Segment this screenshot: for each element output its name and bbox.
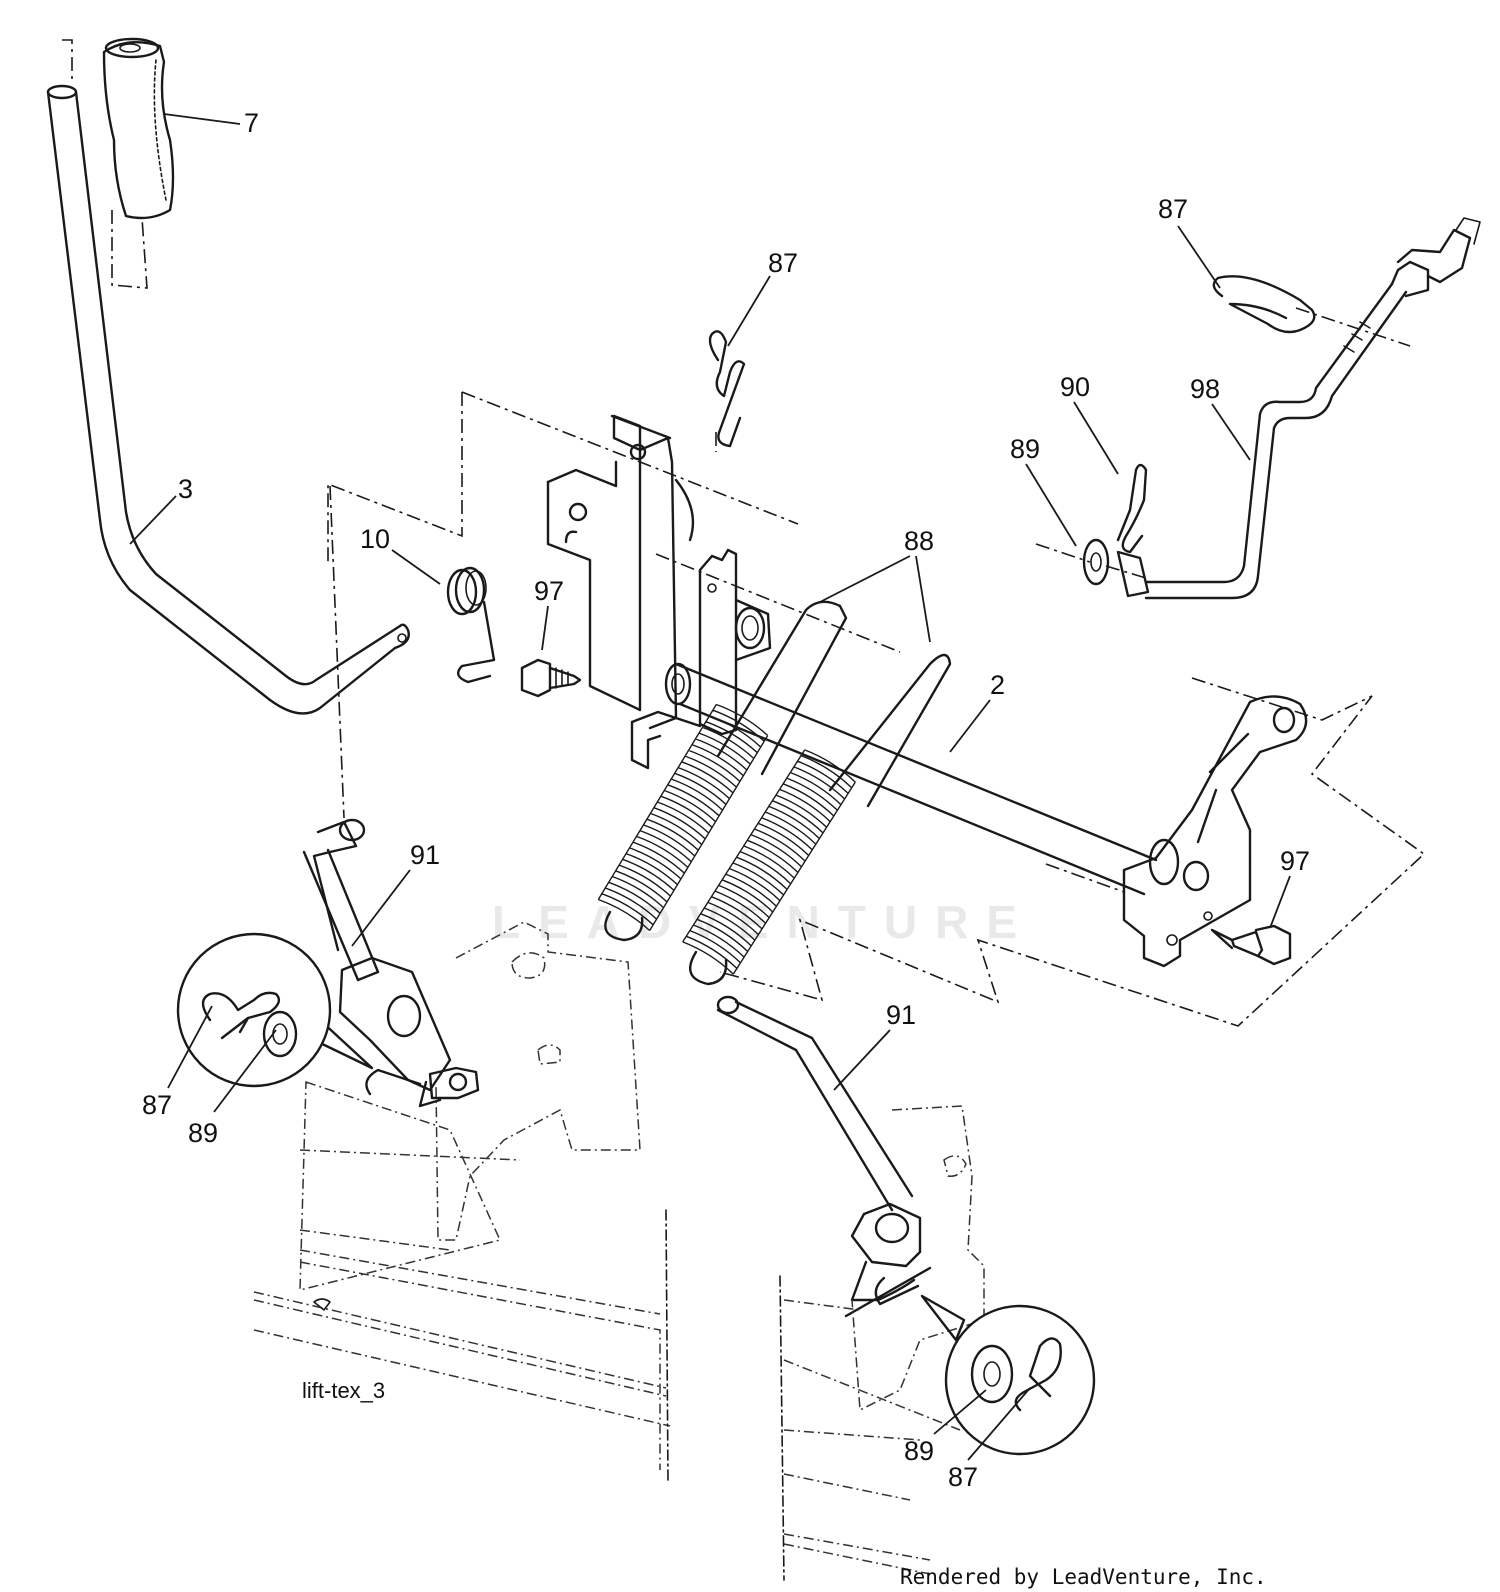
lift-handle [46, 84, 410, 715]
bracket-guide-left [327, 391, 799, 562]
callout-87-right: 87 [1158, 194, 1188, 224]
callout-90: 90 [1060, 372, 1090, 402]
callout-97-right: 97 [1280, 846, 1310, 876]
extension-spring-right [682, 749, 856, 986]
adjustment-rod [1144, 217, 1481, 600]
detail-inset-left [176, 932, 374, 1088]
drawing-code: lift-tex_3 [302, 1378, 385, 1403]
handle-grip [62, 37, 175, 289]
callout-98: 98 [1190, 374, 1220, 404]
cross-shaft [664, 662, 1158, 896]
callout-89-inset-left: 89 [188, 1118, 218, 1148]
lift-link-left [302, 485, 480, 1108]
deck-bracket-left [253, 921, 671, 1481]
callout-89-inset-right: 89 [904, 1436, 934, 1466]
cotter-pin [1116, 463, 1150, 598]
bolt-left [520, 658, 582, 698]
hairpin-clip-right [1212, 275, 1411, 347]
callout-2: 2 [990, 670, 1005, 700]
callout-91-left: 91 [410, 840, 440, 870]
torsion-spring [446, 566, 496, 684]
callout-97-left: 97 [534, 576, 564, 606]
mounting-bracket [546, 414, 695, 730]
pivot-plate [630, 548, 901, 770]
callout-89-top: 89 [1010, 434, 1040, 464]
callout-87-inset-left: 87 [142, 1090, 172, 1120]
extension-spring-left [597, 703, 769, 942]
leader-lines [129, 113, 1291, 1461]
render-credit: Rendered by LeadVenture, Inc. [900, 1565, 1267, 1589]
lift-link-right [716, 995, 932, 1318]
callout-7: 7 [244, 108, 259, 138]
deck-bracket-right [779, 1105, 985, 1581]
washer-right-top [1035, 538, 1147, 586]
hairpin-clip-top [708, 330, 746, 452]
lift-arm-right [1122, 695, 1308, 968]
frame-guide-right [719, 677, 1426, 1027]
callout-87-top: 87 [768, 248, 798, 278]
callout-87-inset-right: 87 [948, 1462, 978, 1492]
callout-91-right: 91 [886, 1000, 916, 1030]
callout-10: 10 [360, 524, 390, 554]
detail-inset-right [920, 1294, 1096, 1456]
bolt-right [1210, 924, 1292, 966]
callout-3: 3 [178, 474, 193, 504]
callout-88: 88 [904, 526, 934, 556]
callouts: 7 3 10 97 87 88 2 87 90 89 98 97 91 87 8… [142, 108, 1310, 1492]
spring-hooks [716, 600, 952, 808]
